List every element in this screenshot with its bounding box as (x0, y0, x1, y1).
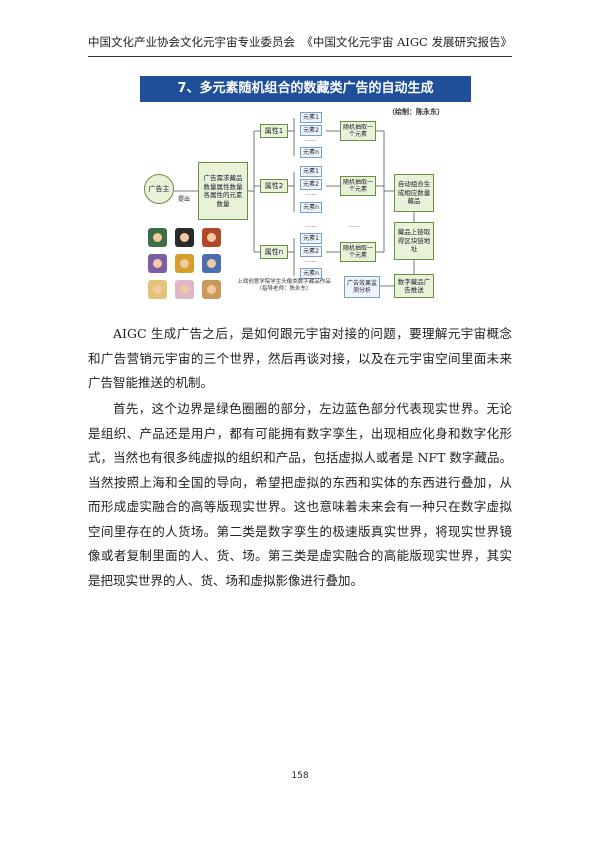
avatar (202, 280, 221, 299)
figure-caption: 上戏创意学院学生头像类数字藏品作品（指导老师：陈永东） (237, 279, 331, 292)
connector-lines (174, 118, 415, 287)
advertiser-label: 广告主 (148, 185, 170, 193)
chain-box: 藏品上链取得区块链地址 (394, 222, 434, 260)
group3-dots: …… (305, 257, 317, 264)
monitor-box: 广告效果监测分析 (344, 276, 380, 298)
random-pick-1: 随机抽取一个元素 (340, 121, 376, 141)
monitor-label: 广告效果监测分析 (346, 279, 377, 295)
random-pick-2-label: 随机抽取一个元素 (342, 178, 373, 194)
header-right: 《中国文化元宇宙 AIGC 发展研究报告》 (301, 35, 512, 49)
avatar (175, 254, 194, 273)
header-left: 中国文化产业协会文化元宇宙专业委员会 (88, 35, 295, 49)
demand-box: 广告需求藏品数量属性数量各属性的元素数量 (198, 162, 248, 220)
random-pick-1-label: 随机抽取一个元素 (342, 123, 373, 139)
attribute-2-label: 属性2 (264, 182, 284, 190)
page-header: 中国文化产业协会文化元宇宙专业委员会 《中国文化元宇宙 AIGC 发展研究报告》 (88, 34, 512, 54)
group3-el1: 元素1 (300, 233, 322, 244)
group2-el2: 元素2 (300, 179, 322, 190)
group3-el2: 元素2 (300, 246, 322, 257)
group1-el1: 元素1 (300, 112, 322, 123)
demand-label: 广告需求藏品数量属性数量各属性的元素数量 (203, 174, 243, 208)
attribute-1: 属性1 (260, 124, 288, 138)
avatar (202, 228, 221, 247)
figure-author: （绘制：陈永东） (388, 108, 444, 116)
group3-el3: 元素n (300, 268, 322, 279)
attribute-1-label: 属性1 (264, 127, 284, 135)
random-pick-n: 随机抽取一个元素 (340, 242, 376, 262)
header-rule (88, 56, 512, 57)
avatar (202, 254, 221, 273)
submit-label: 提出 (178, 196, 191, 203)
avatar (148, 254, 167, 273)
push-label: 数字藏品广告推送 (397, 278, 431, 294)
chain-label: 藏品上链取得区块链地址 (397, 228, 431, 254)
group2-el3: 元素n (300, 202, 322, 213)
auto-gen-box: 自动组合生成相应数量藏品 (394, 174, 434, 212)
group1-el3: 元素n (300, 147, 322, 158)
pick-dots: …… (348, 222, 360, 229)
attribute-2: 属性2 (260, 179, 288, 193)
figure-diagram: 7、多元素随机组合的数藏类广告的自动生成 （绘制：陈永东） (140, 76, 471, 306)
advertiser-box: 广告主 (144, 174, 174, 204)
group2-dots: …… (305, 190, 317, 197)
push-box: 数字藏品广告推送 (394, 274, 434, 298)
random-pick-2: 随机抽取一个元素 (340, 176, 376, 196)
avatar (175, 280, 194, 299)
group2-el1: 元素1 (300, 166, 322, 177)
random-pick-n-label: 随机抽取一个元素 (342, 244, 373, 260)
page-number: 158 (291, 771, 309, 781)
avatar (148, 228, 167, 247)
attribute-n-label: 属性n (264, 248, 284, 256)
paragraph-2: 首先，这个边界是绿色圈圈的部分，左边蓝色部分代表现实世界。无论是组织、产品还是用… (88, 401, 512, 588)
attribute-n: 属性n (260, 245, 288, 259)
avatar (148, 280, 167, 299)
avatar (175, 228, 194, 247)
paragraph-1: AIGC 生成广告之后，是如何跟元宇宙对接的问题，要理解元宇宙概念和广告营销元宇… (88, 326, 512, 390)
auto-gen-label: 自动组合生成相应数量藏品 (397, 180, 431, 206)
group1-dots: …… (305, 136, 317, 143)
between-dots: …… (305, 222, 317, 229)
figure-title: 7、多元素随机组合的数藏类广告的自动生成 (140, 76, 471, 102)
group1-el2: 元素2 (300, 125, 322, 136)
